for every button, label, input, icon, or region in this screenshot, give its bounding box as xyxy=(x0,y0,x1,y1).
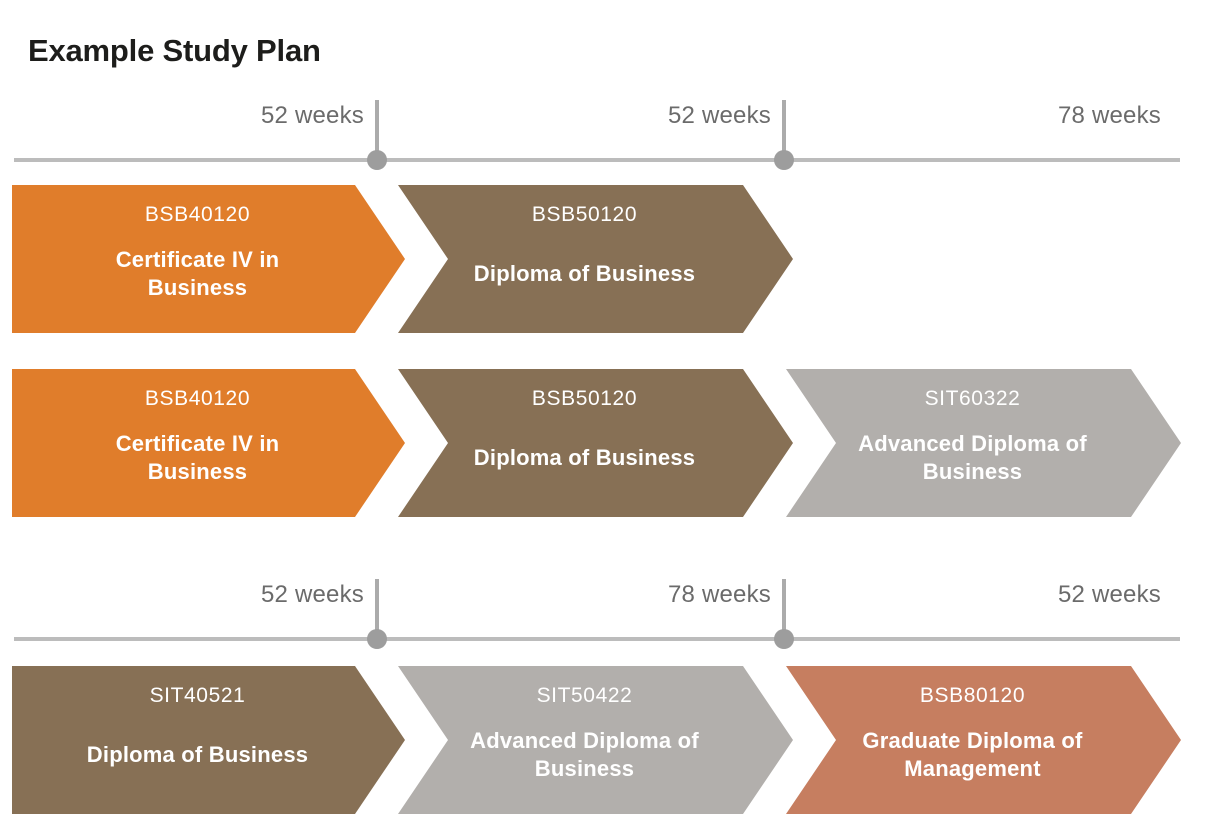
tick-line xyxy=(375,100,379,158)
duration-label: 78 weeks xyxy=(668,581,771,608)
course-arrow: BSB50120 Diploma of Business xyxy=(398,185,793,333)
page-title: Example Study Plan xyxy=(28,32,321,68)
tick-dot xyxy=(774,629,794,649)
course-name: Certificate IV in Business xyxy=(115,246,280,300)
tick-dot xyxy=(367,629,387,649)
pathway-row-3: SIT40521 Diploma of Business SIT50422 Ad… xyxy=(0,666,1212,814)
pathway-row-1: BSB40120 Certificate IV in Business BSB5… xyxy=(0,185,1212,333)
course-arrow: BSB50120 Diploma of Business xyxy=(398,369,793,517)
course-name: Advanced Diploma of Business xyxy=(470,727,699,781)
course-code: SIT40521 xyxy=(149,684,246,707)
course-arrow: SIT50422 Advanced Diploma of Business xyxy=(398,666,793,814)
course-name: Advanced Diploma of Business xyxy=(858,430,1087,484)
tick-line xyxy=(782,100,786,158)
course-name: Graduate Diploma of Management xyxy=(862,727,1083,781)
tick-dot xyxy=(774,150,794,170)
duration-label: 52 weeks xyxy=(1058,581,1161,608)
tick-line xyxy=(375,579,379,637)
pathway-row-2: BSB40120 Certificate IV in Business BSB5… xyxy=(0,369,1212,517)
timeline-axis xyxy=(14,158,1180,162)
course-name: Diploma of Business xyxy=(473,260,696,286)
timeline-bottom: 52 weeks 78 weeks 52 weeks xyxy=(0,575,1212,649)
course-code: BSB50120 xyxy=(531,203,638,226)
course-arrow: SIT60322 Advanced Diploma of Business xyxy=(786,369,1181,517)
course-arrow: BSB80120 Graduate Diploma of Management xyxy=(786,666,1181,814)
course-name: Diploma of Business xyxy=(86,741,309,767)
course-code: BSB40120 xyxy=(144,203,251,226)
course-name: Certificate IV in Business xyxy=(115,430,280,484)
duration-label: 52 weeks xyxy=(261,581,364,608)
duration-label: 78 weeks xyxy=(1058,102,1161,129)
course-arrow: BSB40120 Certificate IV in Business xyxy=(12,369,405,517)
course-code: BSB50120 xyxy=(531,387,638,410)
course-code: BSB80120 xyxy=(919,684,1026,707)
course-name: Diploma of Business xyxy=(473,444,696,470)
timeline-top: 52 weeks 52 weeks 78 weeks xyxy=(0,96,1212,170)
duration-label: 52 weeks xyxy=(261,102,364,129)
course-code: SIT50422 xyxy=(536,684,633,707)
course-arrow: BSB40120 Certificate IV in Business xyxy=(12,185,405,333)
duration-label: 52 weeks xyxy=(668,102,771,129)
course-code: SIT60322 xyxy=(924,387,1021,410)
tick-line xyxy=(782,579,786,637)
tick-dot xyxy=(367,150,387,170)
course-code: BSB40120 xyxy=(144,387,251,410)
timeline-axis xyxy=(14,637,1180,641)
course-arrow: SIT40521 Diploma of Business xyxy=(12,666,405,814)
